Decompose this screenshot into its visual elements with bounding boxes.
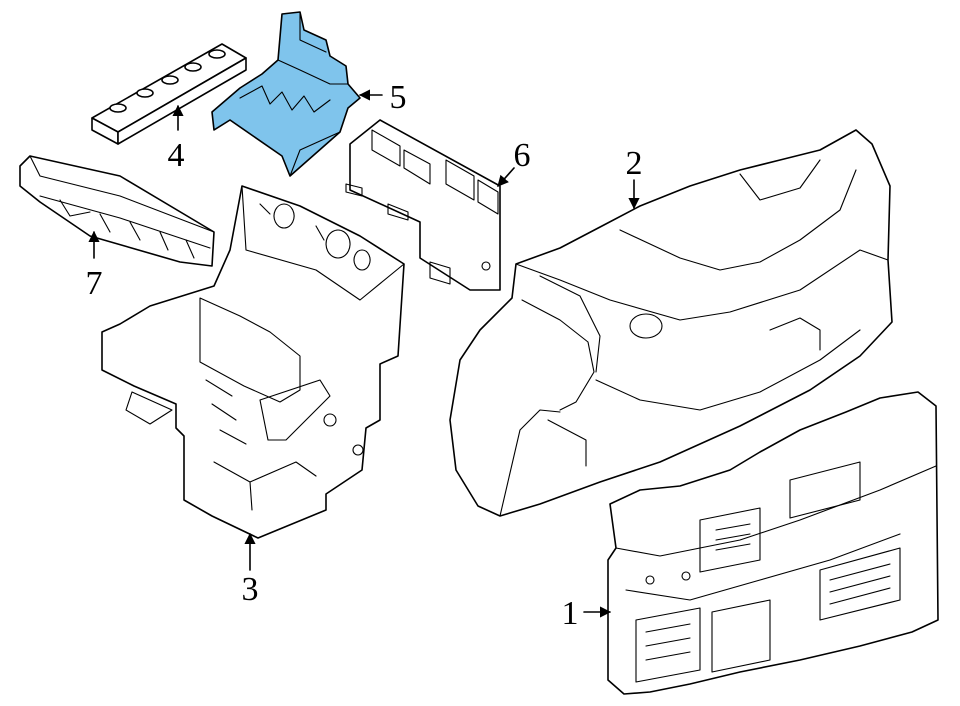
callout-5: 5: [390, 79, 407, 116]
callout-3: 3: [242, 571, 259, 608]
part-6-bracket[interactable]: [345, 119, 501, 291]
callout-labels: 4 5 6 7 2 3 1: [86, 79, 643, 632]
part-3-fuse-holder[interactable]: [101, 185, 405, 539]
callout-4: 4: [168, 137, 185, 174]
part-5-cover-highlighted[interactable]: [211, 11, 361, 177]
part-4-connector-strip[interactable]: [91, 43, 247, 145]
leader-lines: [88, 89, 640, 618]
part-2-tray[interactable]: [449, 129, 893, 517]
callout-6: 6: [514, 137, 531, 174]
part-7-module[interactable]: [19, 155, 215, 267]
callout-2: 2: [626, 145, 643, 182]
callout-7: 7: [86, 265, 103, 302]
callout-1: 1: [562, 595, 579, 632]
part-1-control-unit[interactable]: [607, 391, 939, 695]
leader-6: [497, 167, 515, 187]
